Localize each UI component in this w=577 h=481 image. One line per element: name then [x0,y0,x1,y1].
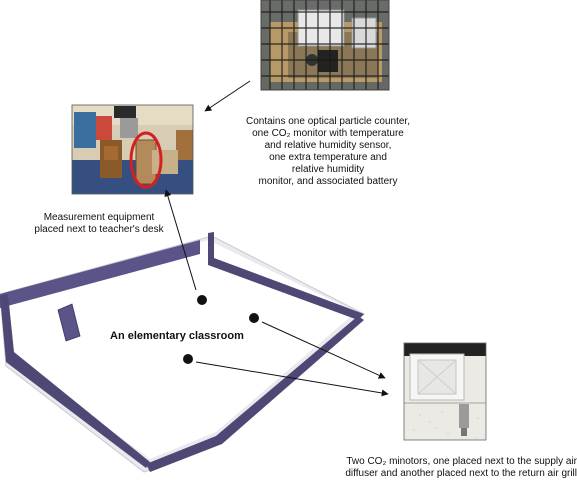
equipment-cage-photo [260,0,390,91]
classroom-room [0,232,365,473]
equipment-contents-label: Contains one optical particle counter, o… [246,116,410,187]
arrow-to-equipment [164,189,197,291]
marker-return-grill [183,354,193,364]
arrow-to-classroom-photo [204,80,251,112]
room-label: An elementary classroom [110,330,244,342]
highlight-circle [129,131,163,189]
door [57,303,81,342]
marker-supply-diffuser [249,313,259,323]
co2-monitors-label: Two CO₂ minotors, one placed next to the… [345,456,577,479]
equipment-location-label: Measurement equipment placed next to tea… [34,212,164,235]
ceiling-diffuser-photo [403,342,487,441]
arrow-to-grill [195,361,389,397]
marker-teacher-desk [197,295,207,305]
arrow-to-diffuser [261,321,386,379]
classroom-photo [71,104,194,195]
